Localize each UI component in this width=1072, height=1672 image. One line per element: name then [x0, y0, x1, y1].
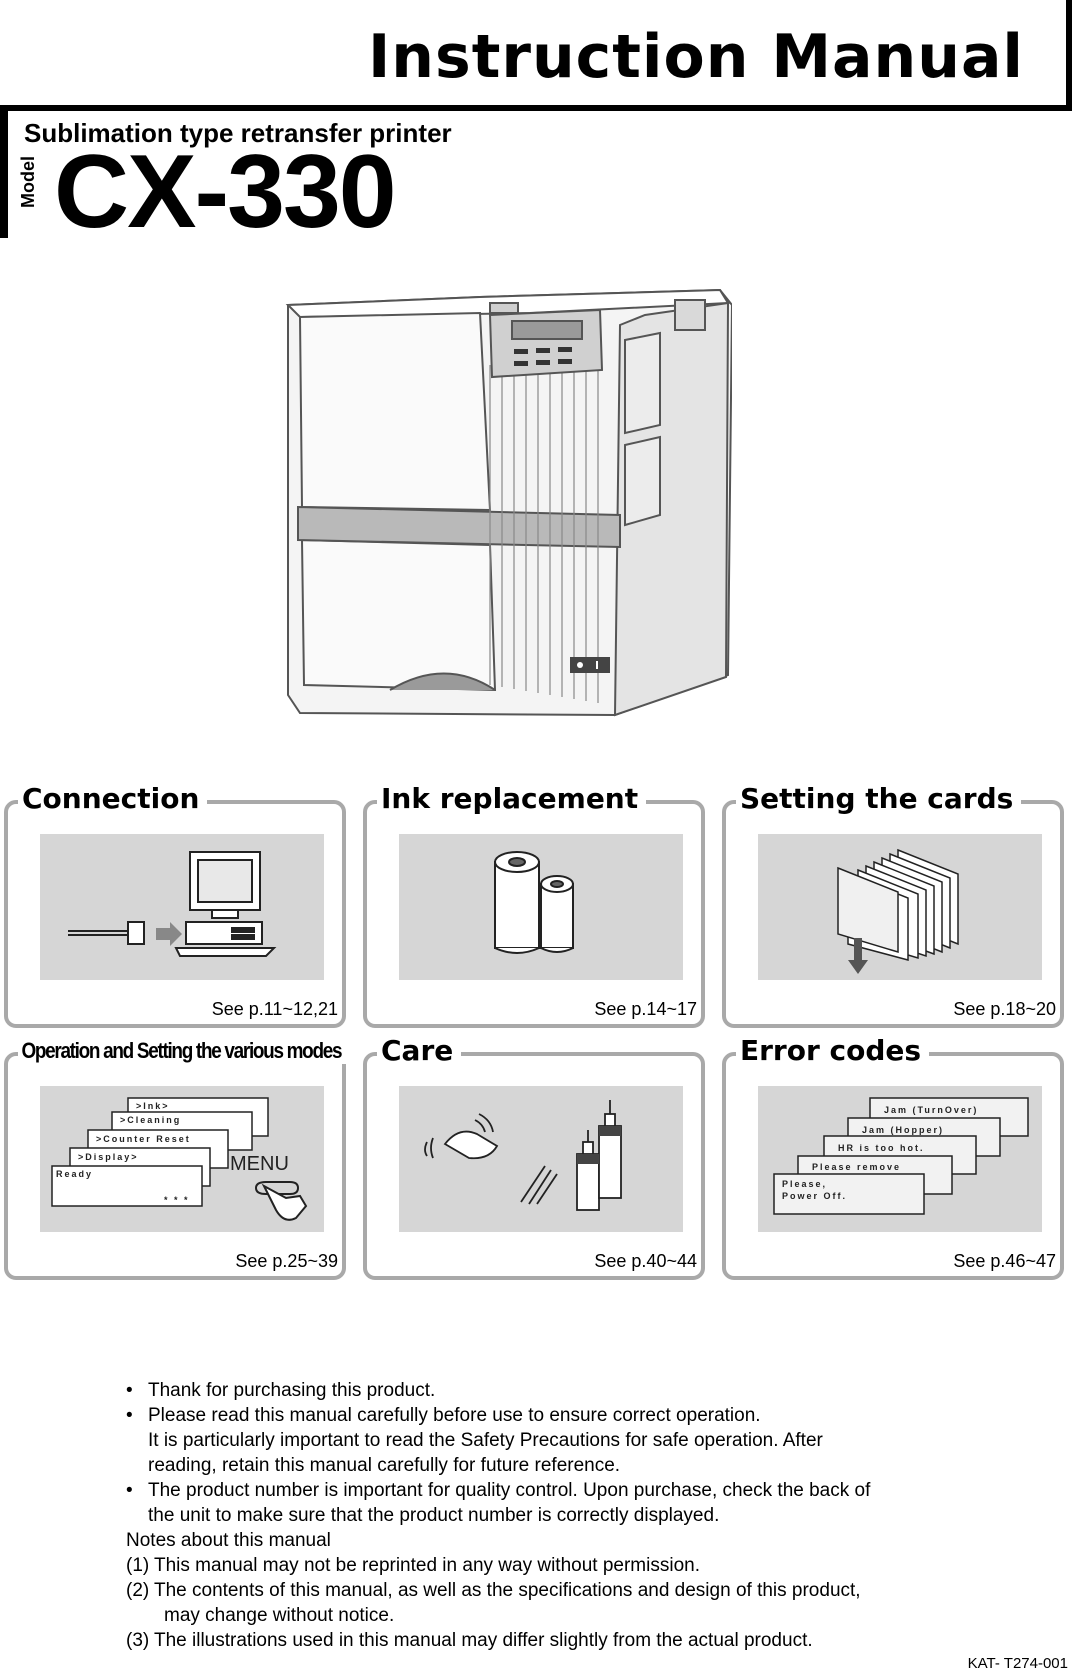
care-illustration — [399, 1086, 683, 1232]
model-number: CX-330 — [54, 134, 397, 250]
note-bullet-2-line-3: reading, retain this manual carefully fo… — [148, 1455, 621, 1476]
bullet-dot: • — [126, 1405, 133, 1426]
menu-counter-reset-text: >Counter Reset — [96, 1134, 191, 1144]
note-number: (3) — [126, 1630, 150, 1651]
menu-button-label: MENU — [230, 1153, 289, 1175]
connection-illustration — [40, 834, 324, 980]
header-side-bar — [0, 105, 8, 238]
printer-illustration — [285, 288, 732, 717]
error-please-text: Please, — [782, 1179, 827, 1189]
card-care: Care See p.40~44 — [363, 1034, 705, 1280]
note-numbered-1: (1) This manual may not be reprinted in … — [126, 1553, 946, 1578]
note-number: (1) — [126, 1555, 150, 1576]
error-hr-hot-text: HR is too hot. — [838, 1143, 925, 1153]
intro-notes: • Thank for purchasing this product. • P… — [126, 1378, 946, 1653]
menu-illustration: >Ink> >Cleaning >Counter Reset >Display>… — [40, 1086, 324, 1232]
card-setting-cards-title: Setting the cards — [736, 782, 1022, 815]
note-numbered-2-line-2: may change without notice. — [164, 1605, 395, 1626]
note-bullet-2-line-2: It is particularly important to read the… — [148, 1430, 823, 1451]
card-ink: Ink replacement See p.14~17 — [363, 782, 705, 1028]
card-care-title: Care — [377, 1034, 462, 1067]
bullet-dot: • — [126, 1380, 133, 1401]
finger-press-icon — [254, 1181, 308, 1221]
card-care-pageref: See p.40~44 — [594, 1251, 697, 1271]
note-bullet-2-line-1: Please read this manual carefully before… — [148, 1405, 761, 1426]
error-jam-hopper-text: Jam (Hopper) — [862, 1125, 944, 1135]
menu-screens-icon: >Ink> >Cleaning >Counter Reset >Display>… — [51, 1097, 308, 1221]
card-error-codes: Error codes Jam (TurnOver) Jam (Hopper) … — [722, 1034, 1064, 1280]
notes-heading: Notes about this manual — [126, 1530, 331, 1551]
note-numbered-3-text: The illustrations used in this manual ma… — [154, 1630, 813, 1651]
note-bullet-3: • The product number is important for qu… — [126, 1478, 946, 1528]
note-numbered-1-text: This manual may not be reprinted in any … — [154, 1555, 700, 1576]
menu-ready-text: Ready — [56, 1169, 93, 1179]
note-bullet-2: • Please read this manual carefully befo… — [126, 1403, 946, 1478]
model-label: Model — [18, 156, 38, 208]
note-numbered-2: (2) The contents of this manual, as well… — [126, 1578, 946, 1628]
product-subtitle: Sublimation type retransfer printer — [24, 118, 452, 148]
note-bullet-1-text: Thank for purchasing this product. — [148, 1380, 436, 1401]
card-operation-pageref: See p.25~39 — [235, 1251, 338, 1271]
note-bullet-3-line-1: The product number is important for qual… — [148, 1480, 871, 1501]
error-illustration: Jam (TurnOver) Jam (Hopper) HR is too ho… — [758, 1086, 1042, 1232]
card-connection-title: Connection — [18, 782, 208, 815]
ink-illustration — [399, 834, 683, 980]
error-jam-turnover-text: Jam (TurnOver) — [884, 1105, 978, 1115]
menu-ink-text: >Ink> — [136, 1101, 170, 1111]
error-screens-icon: Jam (TurnOver) Jam (Hopper) HR is too ho… — [773, 1097, 1029, 1215]
card-connection: Connection See p.11~12,21 — [4, 782, 346, 1028]
card-connection-pageref: See p.11~12,21 — [211, 999, 338, 1019]
card-setting-cards-pageref: See p.18~20 — [953, 999, 1056, 1019]
note-numbered-3: (3) The illustrations used in this manua… — [126, 1628, 946, 1653]
menu-stars-text: * * * — [164, 1195, 190, 1205]
bullet-dot: • — [126, 1480, 133, 1501]
note-number: (2) — [126, 1580, 150, 1601]
document-code: KAT- T274-001 — [967, 1655, 1068, 1672]
computer-cable-icon — [68, 851, 277, 957]
card-operation-title: Operation and Setting the various modes — [18, 1038, 349, 1064]
menu-display-text: >Display> — [78, 1152, 139, 1162]
manual-title: Instruction Manual — [367, 22, 1024, 92]
ink-ribbon-icon — [494, 851, 574, 954]
card-setting-cards: Setting the cards See p.18~20 — [722, 782, 1064, 1028]
error-please-remove-text: Please remove — [812, 1162, 901, 1172]
card-operation: Operation and Setting the various modes … — [4, 1038, 349, 1280]
note-bullet-3-line-2: the unit to make sure that the product n… — [148, 1505, 720, 1526]
card-ink-title: Ink replacement — [377, 782, 647, 815]
card-stack-icon — [837, 848, 959, 974]
note-numbered-2-line-1: The contents of this manual, as well as … — [154, 1580, 861, 1601]
card-error-codes-title: Error codes — [736, 1034, 930, 1067]
card-ink-pageref: See p.14~17 — [594, 999, 697, 1019]
cards-illustration — [758, 834, 1042, 980]
menu-cleaning-text: >Cleaning — [120, 1115, 181, 1125]
header-frame: Instruction Manual — [0, 0, 1072, 111]
card-error-codes-pageref: See p.46~47 — [953, 1251, 1056, 1271]
error-power-off-text: Power Off. — [782, 1191, 847, 1201]
cleaning-kit-icon — [424, 1100, 622, 1211]
note-bullet-1: • Thank for purchasing this product. — [126, 1378, 946, 1403]
